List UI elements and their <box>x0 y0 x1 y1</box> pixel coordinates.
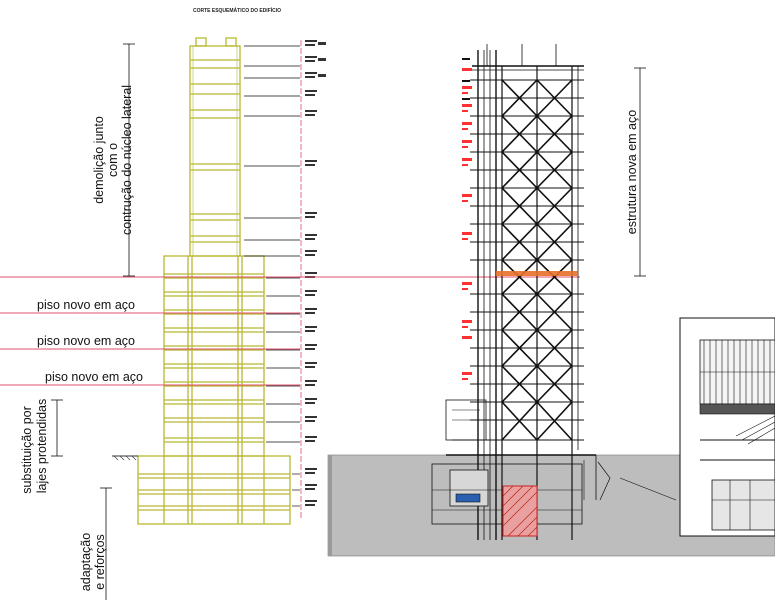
foundation-core <box>502 485 538 537</box>
substitution-label-line2: lajes protendidas <box>35 399 49 494</box>
steel-floor-lines <box>0 276 580 386</box>
level-marker-lines <box>244 45 300 507</box>
drawing-title: CORTE ESQUEMÁTICO DO EDIFÍCIO <box>193 6 281 14</box>
ground-hatch-left <box>113 455 137 461</box>
steel-floor-label-1: piso novo em aço <box>37 298 135 312</box>
existing-building-section <box>137 37 291 525</box>
foundation-core-hatch <box>502 485 538 537</box>
ground-mass-left-edge <box>328 455 332 556</box>
steel-level-markers <box>462 68 472 380</box>
steel-level-ticks <box>462 58 470 100</box>
steel-floor-label-2: piso novo em aço <box>37 334 135 348</box>
transfer-beam <box>496 271 578 276</box>
level-tags <box>305 40 326 506</box>
adaptation-label-line1: adaptação <box>79 533 93 591</box>
demolition-label-line2: com o <box>106 143 120 177</box>
adaptation-dimension <box>100 487 112 600</box>
steel-tower-section <box>431 44 677 540</box>
substitution-dimension <box>51 399 63 457</box>
demolition-dimension <box>123 43 135 277</box>
demolition-label-line1: demolição junto <box>92 116 106 204</box>
adaptation-label-line2: e reforços <box>93 534 107 590</box>
neighbor-building <box>679 317 775 537</box>
new-structure-dimension <box>634 67 646 277</box>
new-structure-label: estrutura nova em aço <box>625 110 639 234</box>
substitution-label-line1: substituição por <box>20 406 34 494</box>
demolition-label-line3: contrução do núcleo lateral <box>120 85 134 235</box>
steel-floor-label-3: piso novo em aço <box>45 370 143 384</box>
